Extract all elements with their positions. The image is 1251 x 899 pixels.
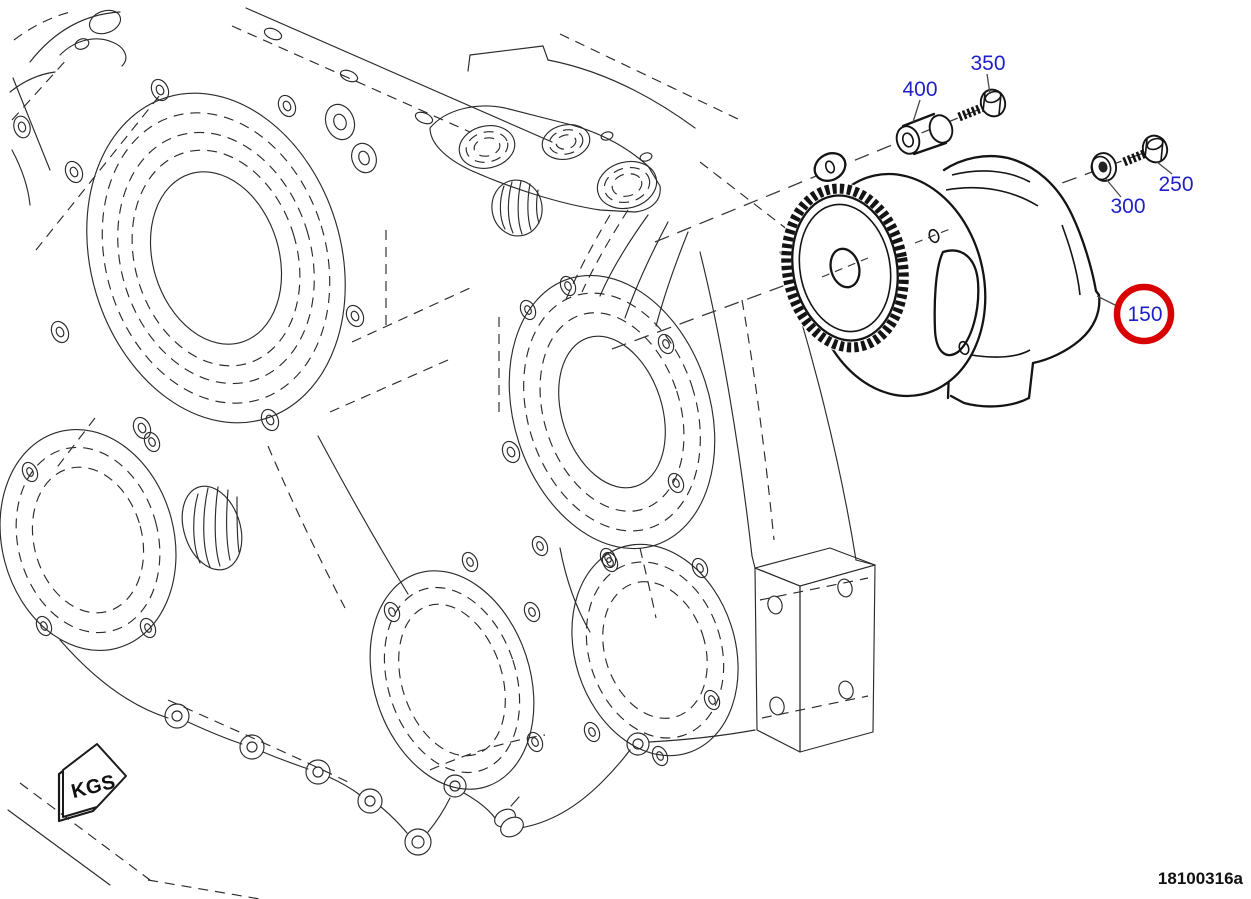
pump-mounting-ports-plate [429, 105, 661, 213]
callout-labels: 400 350 300 250 150 [902, 52, 1193, 326]
engine-mount-pad [751, 547, 876, 753]
pump-body [942, 154, 1101, 408]
callout-300-label: 300 [1110, 195, 1145, 218]
center-bearing-opening [501, 274, 716, 573]
lower-right-opening [571, 543, 739, 767]
fastener-spacer-400 [895, 112, 954, 156]
fastener-bolt-250 [1122, 134, 1169, 167]
callout-350-label: 350 [970, 52, 1005, 75]
drain-plug [494, 796, 524, 838]
timing-cover-opening [50, 78, 365, 440]
left-side-opening [0, 428, 177, 652]
drawing-number: 18100316a [1158, 869, 1244, 888]
lower-left-opening [369, 551, 544, 790]
fastener-bolt-350 [957, 88, 1007, 122]
arrow-shape [62, 743, 127, 818]
fastener-washer-300 [1090, 152, 1118, 182]
gearcase-top-rail [231, 7, 741, 174]
callout-250-label: 250 [1158, 173, 1193, 196]
callout-150-label: 150 [1127, 303, 1162, 326]
bottom-left-edge-lines [7, 782, 261, 899]
callout-400-label: 400 [902, 78, 937, 101]
engine-gearcase-drawing [0, 7, 876, 899]
gearcase-top-left-fragments [9, 9, 161, 251]
highlight-circle [1113, 283, 1175, 345]
pump-assembly [780, 152, 1101, 408]
gearcase-bottom-rim [59, 639, 756, 856]
core-plug-hatched-left [181, 485, 243, 571]
core-plug-hatched-top [491, 179, 543, 237]
pump-drive-gear [780, 182, 951, 354]
gearcase-struts [54, 161, 857, 633]
kgs-direction-arrow: KGS [57, 743, 127, 823]
flange-bolt-holes [50, 78, 365, 440]
